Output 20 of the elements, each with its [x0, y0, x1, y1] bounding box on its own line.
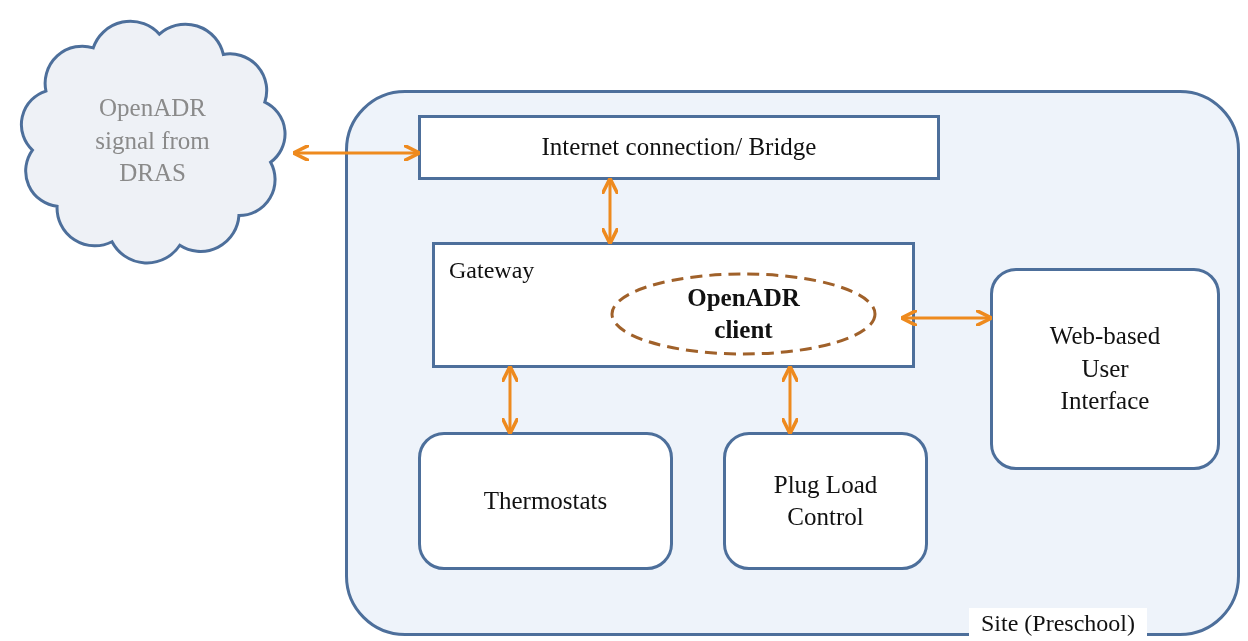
double-arrow: [600, 176, 620, 246]
component-box: [723, 432, 928, 570]
gateway-box: [432, 242, 915, 368]
box-label: Thermostats: [483, 485, 608, 516]
box-label: Plug Load Control: [772, 469, 879, 532]
box-label: Internet connection/ Bridge: [541, 132, 817, 163]
component-box: [990, 268, 1220, 470]
box-label: Gateway: [449, 257, 535, 284]
ellipse-label: OpenADR client: [686, 282, 801, 345]
site-container: [345, 90, 1240, 636]
box-label: Web-based User Interface: [1048, 321, 1162, 417]
double-arrow: [780, 364, 800, 436]
site-label: Site (Preschool): [969, 608, 1147, 639]
component-box: [418, 115, 940, 180]
dashed-ellipse: [610, 272, 877, 356]
double-arrow: [899, 308, 994, 328]
cloud-label: OpenADR signal from DRAS: [94, 93, 211, 189]
component-box: [418, 432, 673, 570]
double-arrow: [291, 143, 422, 163]
double-arrow: [500, 364, 520, 436]
